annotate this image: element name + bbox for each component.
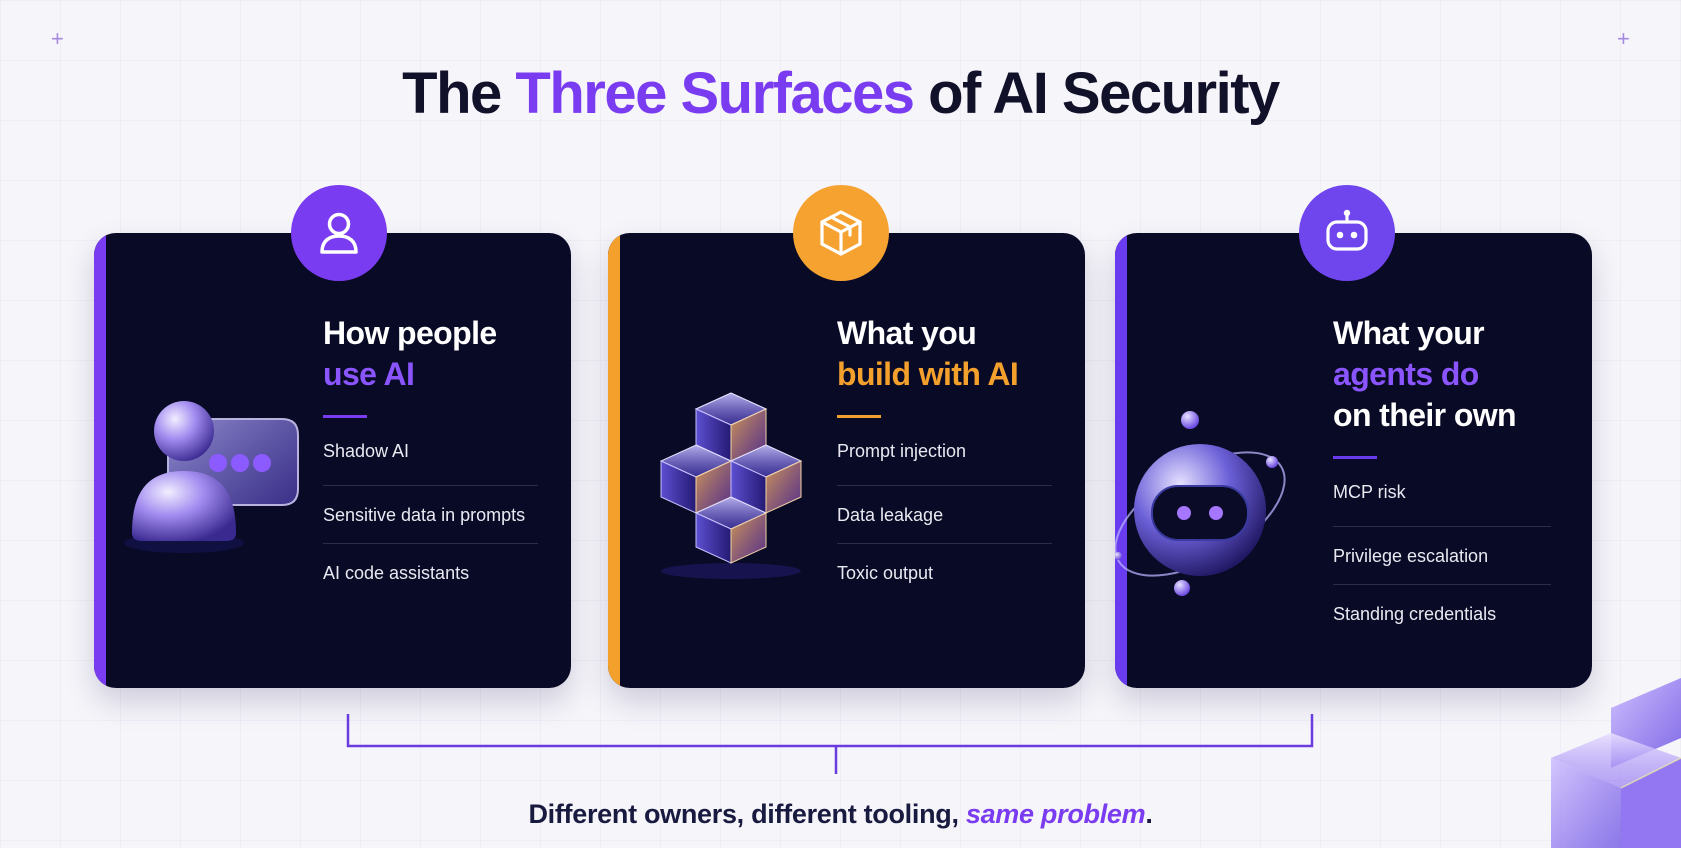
card-agents-on-their-own: What your agents do on their own MCP ris… [1115,233,1592,688]
robot-orbit-illustration [1115,411,1286,596]
glass-cubes-illustration [659,392,803,579]
list-item: Sensitive data in prompts [323,486,538,544]
risk-list: Prompt injection Data leakage Toxic outp… [837,440,1052,602]
bracket-connector [346,714,1314,774]
card-heading: What you build with AI [837,313,1052,395]
card-heading: How people use AI [323,313,538,395]
title-accent: Three Surfaces [515,61,915,126]
list-item: AI code assistants [323,563,470,583]
corner-plus-right: + [1617,26,1630,51]
glass-blocks-decoration [1551,678,1681,848]
risk-list: Shadow AI Sensitive data in prompts AI c… [323,440,538,602]
list-item: Shadow AI [323,440,538,486]
tagline-emphasis: same problem [965,799,1146,829]
card-heading: What your agents do on their own [1333,313,1551,436]
heading-accent: build with AI [837,356,1019,392]
user-icon [320,212,358,254]
card-content: What you build with AI Prompt injection … [837,313,1052,602]
person-chat-illustration [124,401,299,553]
robot-badge [1299,185,1395,281]
risk-list: MCP risk Privilege escalation Standing c… [1333,481,1551,643]
title-suffix: of AI Security [913,61,1280,126]
accent-rule [837,415,881,418]
list-item: Toxic output [837,563,934,583]
card-build-with-ai: What you build with AI Prompt injection … [608,233,1085,688]
card-people-use-ai: How people use AI Shadow AI Sensitive da… [94,233,571,688]
tagline-end: . [1145,799,1153,829]
card-content: What your agents do on their own MCP ris… [1333,313,1551,643]
tagline: Different owners, different tooling, sam… [0,799,1681,830]
list-item: Data leakage [837,486,1052,544]
heading-line: What you [837,315,977,351]
tagline-text: Different owners, different tooling, [528,799,966,829]
cube-icon [820,210,862,256]
heading-accent: agents do [1333,356,1479,392]
robot-icon [1326,209,1368,251]
user-badge [291,185,387,281]
list-item: MCP risk [1333,481,1551,527]
page-title: The Three Surfaces of AI Security [0,60,1681,127]
heading-line: How people [323,315,497,351]
heading-line: What your [1333,315,1485,351]
list-item: Standing credentials [1333,604,1497,624]
heading-accent: use AI [323,356,415,392]
heading-line: on their own [1333,397,1517,433]
title-prefix: The [402,61,516,126]
card-content: How people use AI Shadow AI Sensitive da… [323,313,538,602]
list-item: Prompt injection [837,440,1052,486]
accent-rule [1333,456,1377,459]
accent-rule [323,415,367,418]
cube-badge [793,185,889,281]
list-item: Privilege escalation [1333,527,1551,585]
corner-plus-left: + [51,26,64,51]
